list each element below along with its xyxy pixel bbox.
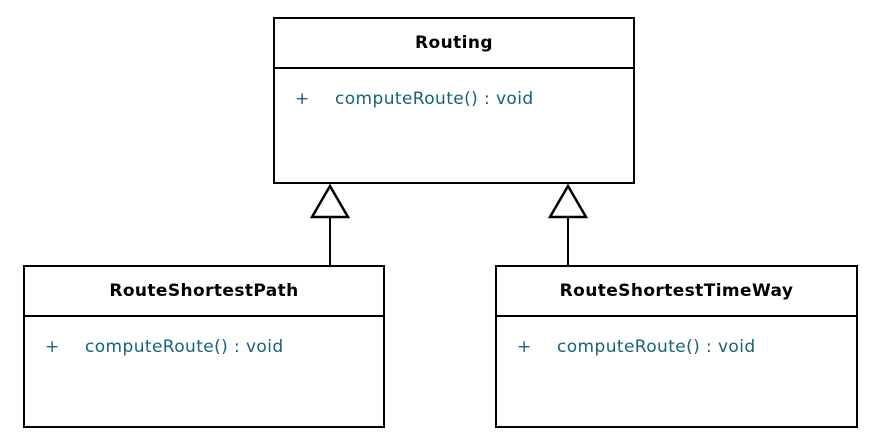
class-name: Routing [275,19,633,69]
class-box-route-shortest-path: RouteShortestPath + computeRoute() : voi… [23,265,385,428]
generalization-arrow-right [547,183,589,266]
class-box-route-shortest-time-way: RouteShortestTimeWay + computeRoute() : … [495,265,858,428]
method-visibility: + [517,337,532,357]
hollow-triangle-icon [309,183,351,219]
method-item: + computeRoute() : void [45,337,383,357]
generalization-arrow-left [309,183,351,266]
methods-compartment: + computeRoute() : void [275,69,633,182]
method-visibility: + [45,337,60,357]
method-signature: computeRoute() : void [557,337,756,357]
method-visibility: + [295,89,310,109]
class-name: RouteShortestPath [25,267,383,317]
class-box-routing: Routing + computeRoute() : void [273,17,635,184]
methods-compartment: + computeRoute() : void [25,317,383,426]
method-item: + computeRoute() : void [295,89,633,109]
method-signature: computeRoute() : void [85,337,284,357]
methods-compartment: + computeRoute() : void [497,317,856,426]
class-name: RouteShortestTimeWay [497,267,856,317]
method-signature: computeRoute() : void [335,89,534,109]
hollow-triangle-icon [547,183,589,219]
method-item: + computeRoute() : void [517,337,856,357]
